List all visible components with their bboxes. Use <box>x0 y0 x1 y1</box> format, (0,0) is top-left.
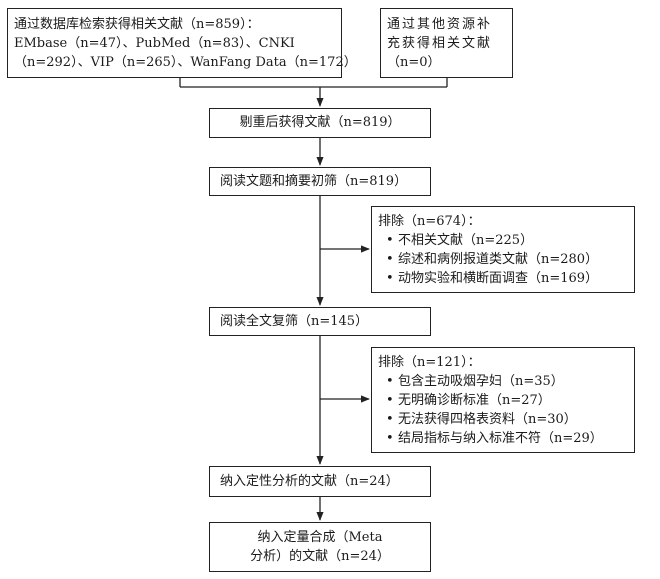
other-sources-line-3: （n=0） <box>387 55 441 70</box>
after-dedup-label: 剔重后获得文献（n=819） <box>239 115 401 130</box>
exclusion-1-box: 排除（n=674）： 不相关文献（n=225） 综述和病例报道类文献（n=280… <box>371 206 635 293</box>
exclusion-1-item: 综述和病例报道类文献（n=280） <box>378 250 628 269</box>
exclusion-1-item: 动物实验和横断面调查（n=169） <box>378 269 628 288</box>
qualitative-box: 纳入定性分析的文献（n=24） <box>209 466 431 497</box>
exclusion-1-header: 排除（n=674）： <box>378 214 481 229</box>
exclusion-2-item: 包含主动吸烟孕妇（n=35） <box>378 372 628 391</box>
title-abstract-screen-label: 阅读文题和摘要初筛（n=819） <box>220 174 408 189</box>
quantitative-line-1: 纳入定量合成（Meta <box>257 530 383 545</box>
exclusion-2-item: 无明确诊断标准（n=27） <box>378 391 628 410</box>
quantitative-line-2: 分析）的文献（n=24） <box>250 549 390 564</box>
exclusion-2-item: 结局指标与纳入标准不符（n=29） <box>378 429 628 448</box>
fulltext-screen-label: 阅读全文复筛（n=145） <box>220 314 369 329</box>
database-search-line-3: （n=292）、VIP（n=265）、WanFang Data（n=172） <box>14 55 357 70</box>
database-search-line-1: 通过数据库检索获得相关文献（n=859）： <box>14 17 260 32</box>
other-sources-line-1: 通过其他资源补 <box>387 17 493 32</box>
exclusion-2-header: 排除（n=121）： <box>378 355 481 370</box>
quantitative-box: 纳入定量合成（Meta 分析）的文献（n=24） <box>209 522 431 572</box>
qualitative-label: 纳入定性分析的文献（n=24） <box>220 474 399 489</box>
title-abstract-screen-box: 阅读文题和摘要初筛（n=819） <box>209 167 431 196</box>
exclusion-2-list: 包含主动吸烟孕妇（n=35） 无明确诊断标准（n=27） 无法获得四格表资料（n… <box>378 372 628 448</box>
exclusion-2-item: 无法获得四格表资料（n=30） <box>378 410 628 429</box>
exclusion-1-list: 不相关文献（n=225） 综述和病例报道类文献（n=280） 动物实验和横断面调… <box>378 231 628 288</box>
after-dedup-box: 剔重后获得文献（n=819） <box>209 108 431 138</box>
fulltext-screen-box: 阅读全文复筛（n=145） <box>209 307 431 336</box>
exclusion-1-item: 不相关文献（n=225） <box>378 231 628 250</box>
database-search-box: 通过数据库检索获得相关文献（n=859）： EMbase（n=47）、PubMe… <box>7 8 357 78</box>
other-sources-line-2: 充获得相关文献 <box>387 36 493 51</box>
other-sources-box: 通过其他资源补 充获得相关文献 （n=0） <box>380 8 513 78</box>
database-search-line-2: EMbase（n=47）、PubMed（n=83）、CNKI <box>14 36 295 51</box>
exclusion-2-box: 排除（n=121）： 包含主动吸烟孕妇（n=35） 无明确诊断标准（n=27） … <box>371 347 635 453</box>
